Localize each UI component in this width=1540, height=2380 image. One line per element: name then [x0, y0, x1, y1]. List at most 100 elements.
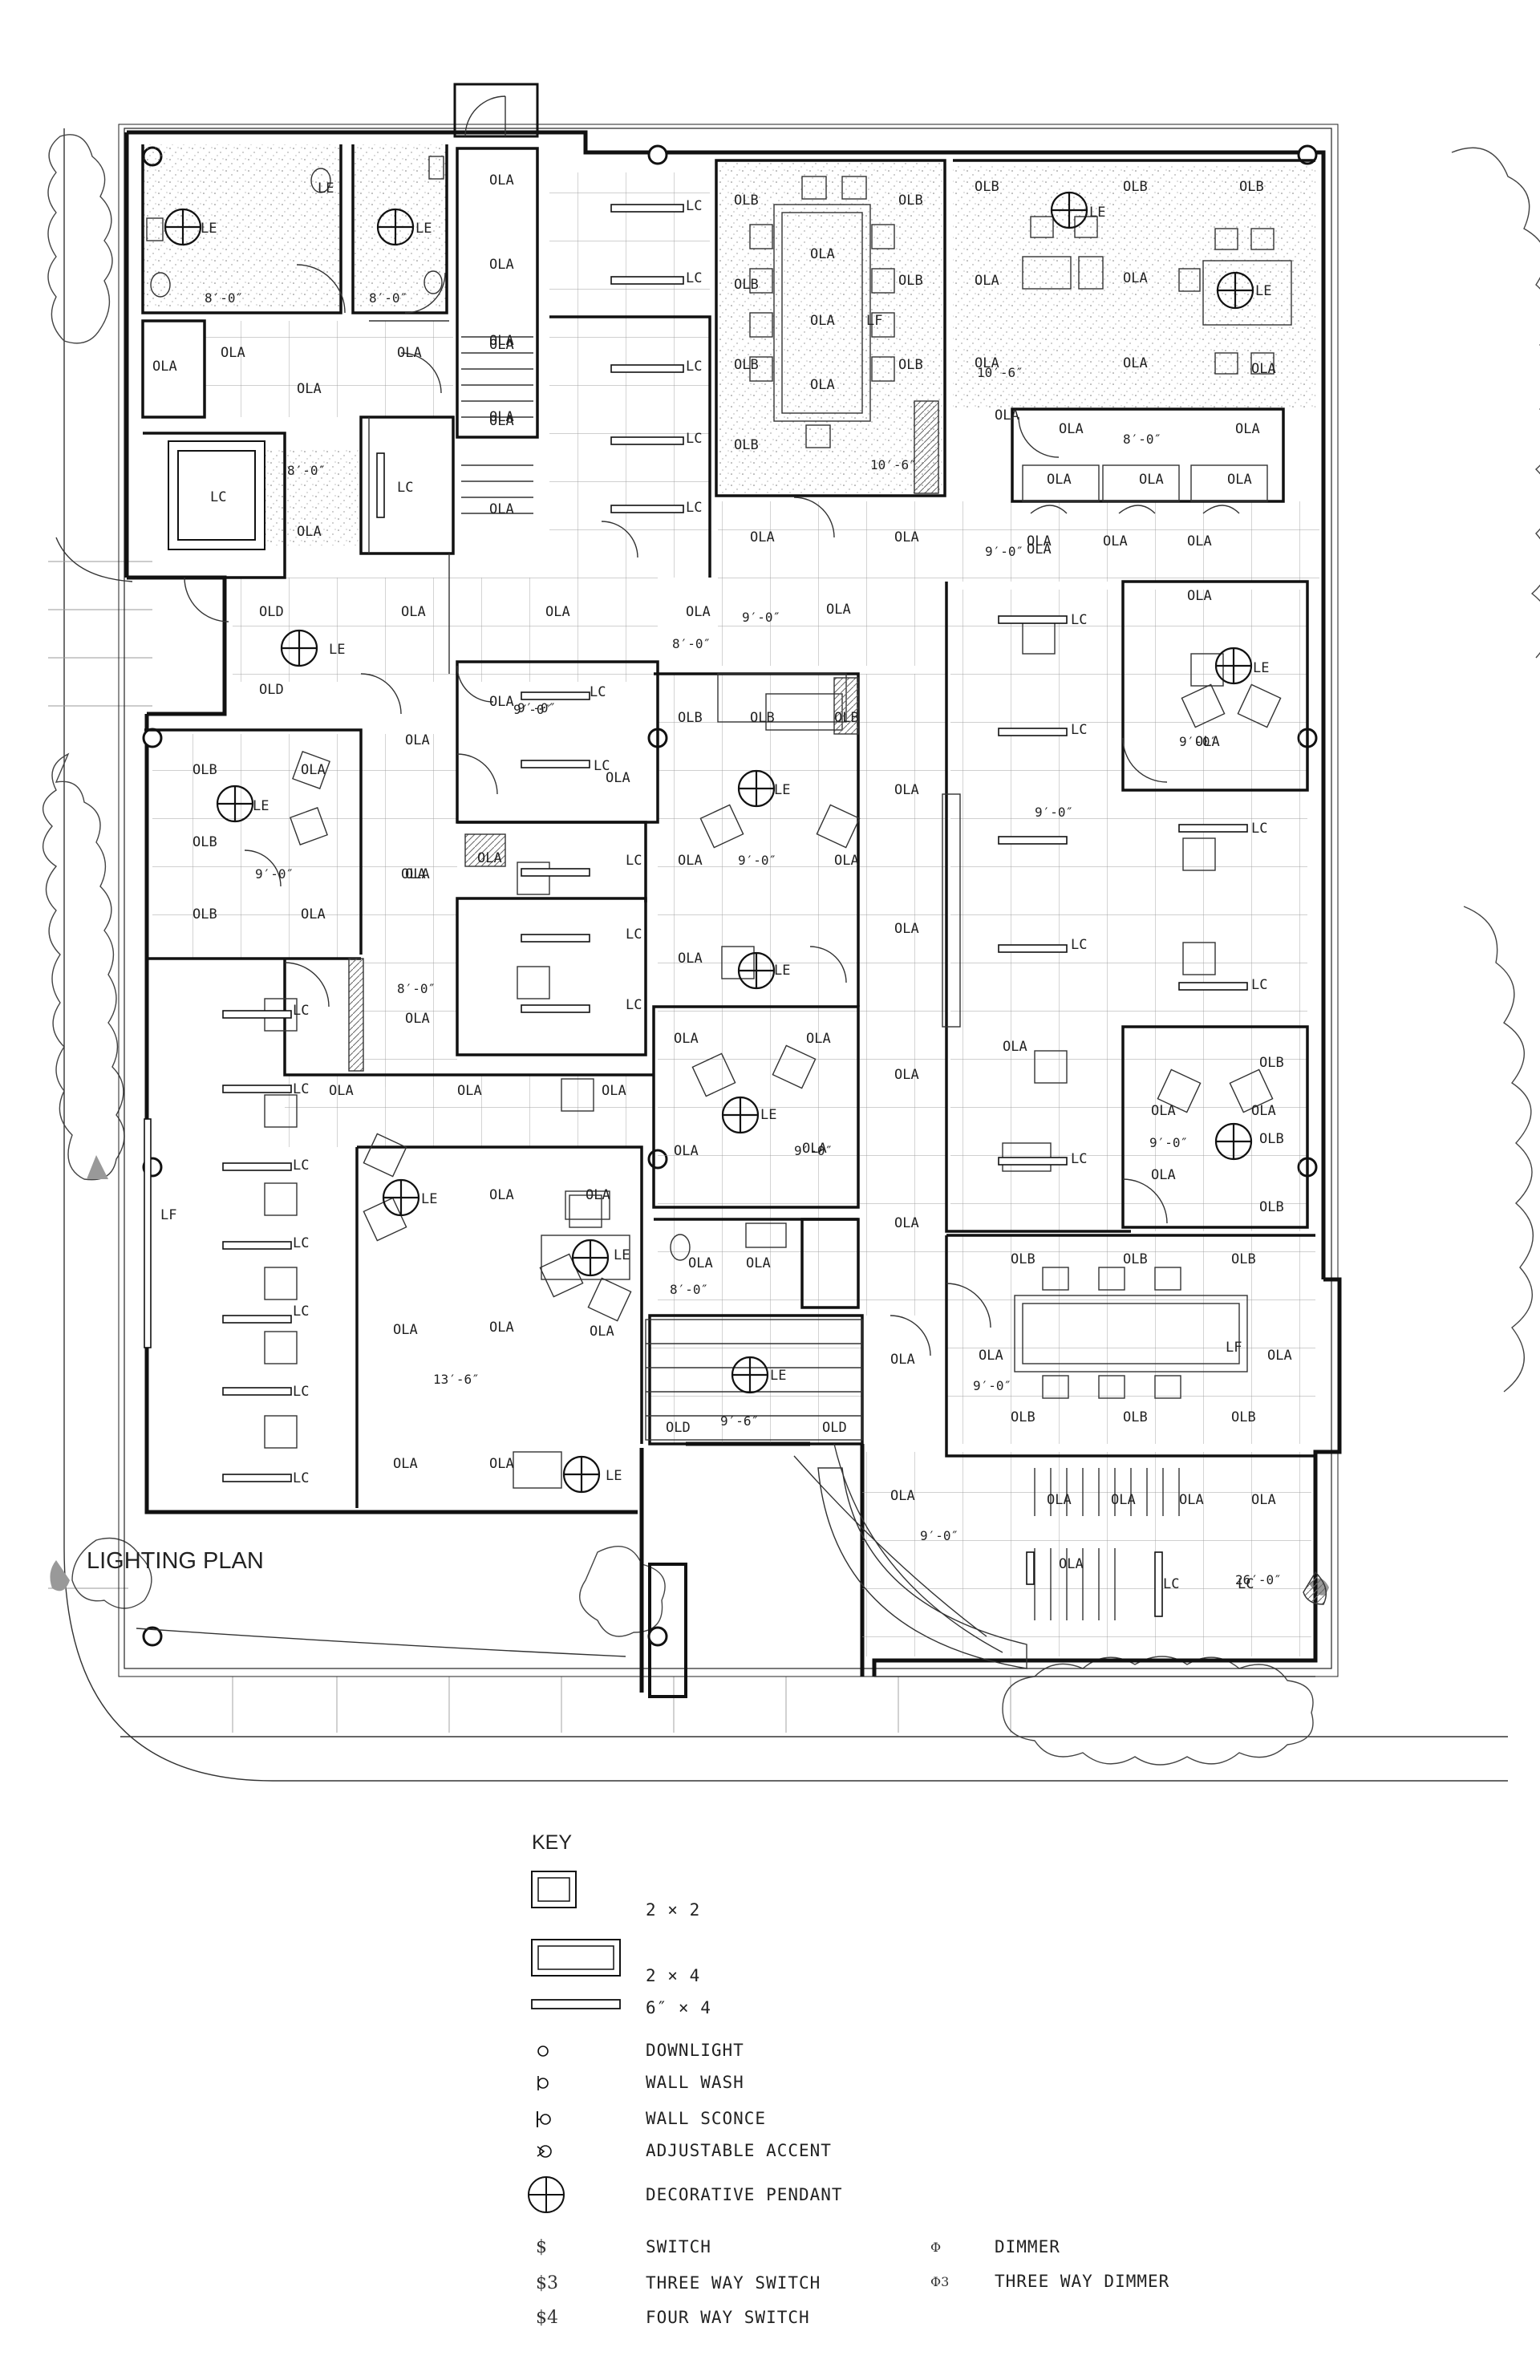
svg-text:OLA: OLA	[152, 359, 177, 375]
svg-text:LE: LE	[253, 798, 269, 814]
svg-text:OLA: OLA	[995, 407, 1019, 424]
building-shell	[118, 83, 1342, 1698]
legend-label: DECORATIVE PENDANT	[646, 2185, 843, 2204]
three-way-switch-symbol: $3	[536, 2273, 558, 2293]
svg-text:LC: LC	[626, 926, 642, 943]
svg-text:LE: LE	[774, 782, 790, 798]
svg-text:OLB: OLB	[1259, 1131, 1284, 1147]
svg-text:OLA: OLA	[1195, 734, 1220, 750]
svg-text:OLA: OLA	[297, 381, 322, 397]
svg-text:LC: LC	[1251, 977, 1267, 993]
svg-text:OLB: OLB	[192, 834, 217, 850]
svg-text:LC: LC	[686, 270, 702, 286]
dim-label: 9′-6″	[720, 1413, 759, 1429]
legend-label: THREE WAY DIMMER	[995, 2272, 1169, 2291]
2x2-troffer-symbol	[531, 1871, 577, 1908]
svg-text:LE: LE	[774, 963, 790, 979]
svg-text:OLA: OLA	[678, 951, 703, 967]
svg-text:OLA: OLA	[489, 172, 514, 189]
svg-text:LC: LC	[397, 480, 413, 496]
switch-symbol: $	[536, 2237, 547, 2257]
dim-label: 9′-0″	[1179, 734, 1218, 749]
legend-label: 6″ × 4	[646, 1998, 711, 2017]
svg-text:OLA: OLA	[489, 1456, 514, 1472]
svg-text:OLA: OLA	[489, 333, 514, 349]
svg-text:OLA: OLA	[457, 1083, 482, 1099]
dim-label: 9′-0″	[973, 1378, 1011, 1393]
svg-text:OLA: OLA	[489, 337, 514, 353]
svg-text:OLA: OLA	[810, 313, 835, 329]
svg-text:OLA: OLA	[489, 257, 514, 273]
svg-text:OLA: OLA	[686, 604, 711, 620]
legend-label: WALL SCONCE	[646, 2109, 766, 2128]
legend-label: WALL WASH	[646, 2073, 744, 2092]
dim-label: 8′-0″	[205, 290, 243, 306]
svg-text:OLA: OLA	[1187, 588, 1212, 604]
dim-label: 9′-0″	[517, 700, 556, 716]
legend-label: 2 × 4	[646, 1966, 700, 1985]
svg-text:OLB: OLB	[1123, 1251, 1148, 1267]
svg-text:OLA: OLA	[1047, 1492, 1072, 1508]
svg-text:OLD: OLD	[666, 1420, 691, 1436]
svg-text:OLA: OLA	[806, 1031, 831, 1047]
svg-text:LC: LC	[293, 1003, 309, 1019]
svg-text:OLB: OLB	[734, 193, 759, 209]
legend-label: ADJUSTABLE ACCENT	[646, 2141, 832, 2160]
svg-text:OLA: OLA	[975, 273, 999, 289]
svg-text:OLA: OLA	[489, 1187, 514, 1203]
dim-label: 8′-0″	[397, 981, 436, 996]
svg-text:OLA: OLA	[750, 529, 775, 545]
svg-text:OLA: OLA	[810, 246, 835, 262]
dim-label: 9′-0″	[742, 610, 780, 625]
svg-text:OLA: OLA	[1151, 1167, 1176, 1183]
svg-text:OLA: OLA	[397, 345, 422, 361]
svg-text:LE: LE	[201, 221, 217, 237]
svg-text:LC: LC	[626, 853, 642, 869]
interior-walls	[141, 144, 1315, 1508]
svg-text:LC: LC	[293, 1304, 309, 1320]
dim-label: 10′-6″	[977, 365, 1023, 380]
dim-label: 9′-0″	[794, 1143, 833, 1158]
svg-text:LC: LC	[686, 431, 702, 447]
svg-text:OLA: OLA	[678, 853, 703, 869]
linear-strip-symbol	[531, 1999, 621, 2009]
svg-text:OLB: OLB	[898, 193, 923, 209]
svg-text:OLA: OLA	[1103, 533, 1128, 549]
svg-text:LC: LC	[1251, 821, 1267, 837]
svg-text:LC: LC	[590, 684, 606, 700]
four-way-switch-symbol: $4	[536, 2308, 558, 2328]
svg-text:OLA: OLA	[1251, 1103, 1276, 1119]
svg-text:OLA: OLA	[894, 1067, 919, 1083]
svg-text:LC: LC	[210, 489, 226, 505]
svg-text:OLA: OLA	[1251, 361, 1276, 377]
svg-text:LE: LE	[421, 1191, 437, 1207]
2x4-troffer-symbol	[531, 1939, 621, 1977]
svg-text:OLA: OLA	[746, 1255, 771, 1271]
dim-label: 9′-0″	[1035, 805, 1073, 820]
svg-text:OLB: OLB	[898, 273, 923, 289]
svg-text:OLA: OLA	[393, 1456, 418, 1472]
svg-text:OLB: OLB	[1259, 1055, 1284, 1071]
svg-text:LE: LE	[760, 1107, 776, 1123]
svg-text:OLB: OLB	[898, 357, 923, 373]
svg-text:OLA: OLA	[1179, 1492, 1204, 1508]
svg-text:OLB: OLB	[734, 277, 759, 293]
svg-text:LC: LC	[686, 500, 702, 516]
ceiling-grids	[152, 172, 1319, 1656]
dim-label: 8′-0″	[670, 1282, 708, 1297]
svg-text:OLA: OLA	[1123, 270, 1148, 286]
svg-text:OLA: OLA	[221, 345, 245, 361]
svg-text:OLA: OLA	[489, 694, 514, 710]
linear-fixtures	[144, 204, 1248, 1617]
svg-text:OLA: OLA	[802, 1141, 827, 1157]
svg-text:OLA: OLA	[1235, 421, 1260, 437]
plan-title: LIGHTING PLAN	[87, 1548, 264, 1574]
svg-text:OLD: OLD	[259, 604, 284, 620]
svg-text:LE: LE	[329, 642, 345, 658]
svg-text:LC: LC	[293, 1470, 309, 1486]
dim-label: 8′-0″	[369, 290, 407, 306]
svg-text:LC: LC	[1071, 722, 1087, 738]
svg-text:LF: LF	[866, 313, 882, 329]
svg-text:OLA: OLA	[1003, 1039, 1027, 1055]
